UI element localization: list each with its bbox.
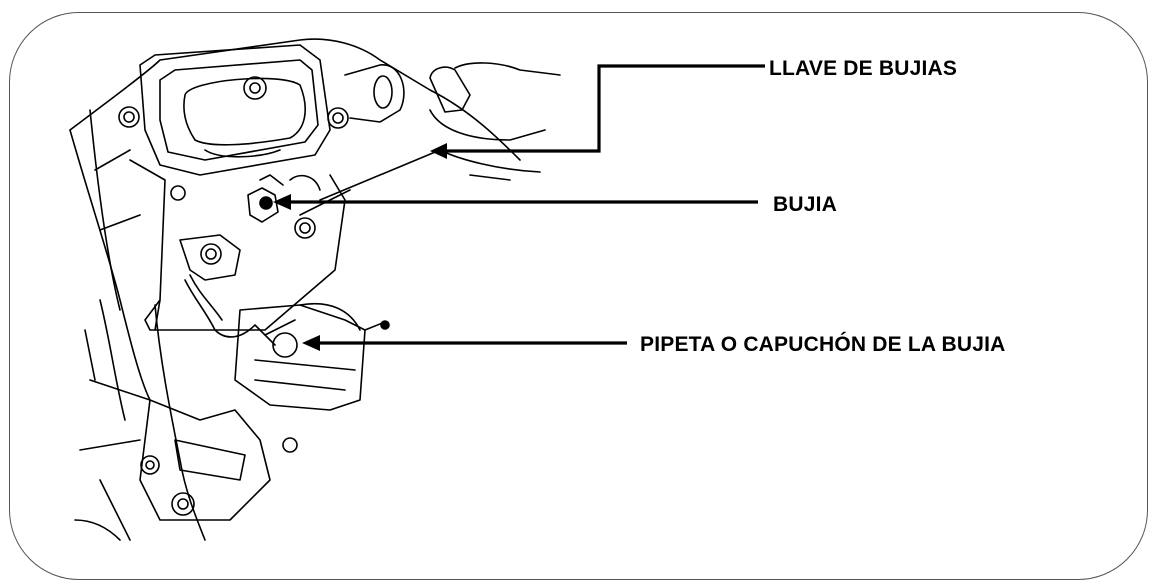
starter-motor (234, 304, 366, 411)
wire-harness (184, 279, 276, 346)
leader-llave (445, 64, 765, 153)
housing-outline (69, 38, 521, 161)
arrowhead-llave (430, 143, 447, 159)
arrowhead-bujia (273, 194, 291, 210)
shroud-edge (154, 304, 206, 541)
arrowhead-pipeta (302, 335, 320, 351)
lower-bracket (139, 399, 271, 521)
label-spark-plug: BUJIA (773, 193, 838, 216)
housing-left-edge (69, 129, 151, 401)
spark-plug-wrench (429, 66, 471, 113)
valve-cover (139, 44, 331, 176)
label-spark-plug-cap: PIPETA O CAPUCHÓN DE LA BUJIA (640, 333, 1006, 356)
diagram-frame (9, 12, 1148, 580)
spark-plug-body (247, 187, 279, 223)
side-panel (129, 159, 346, 331)
lifting-eye (344, 64, 405, 123)
label-spark-plug-wrench: LLAVE DE BUJIAS (769, 57, 958, 80)
